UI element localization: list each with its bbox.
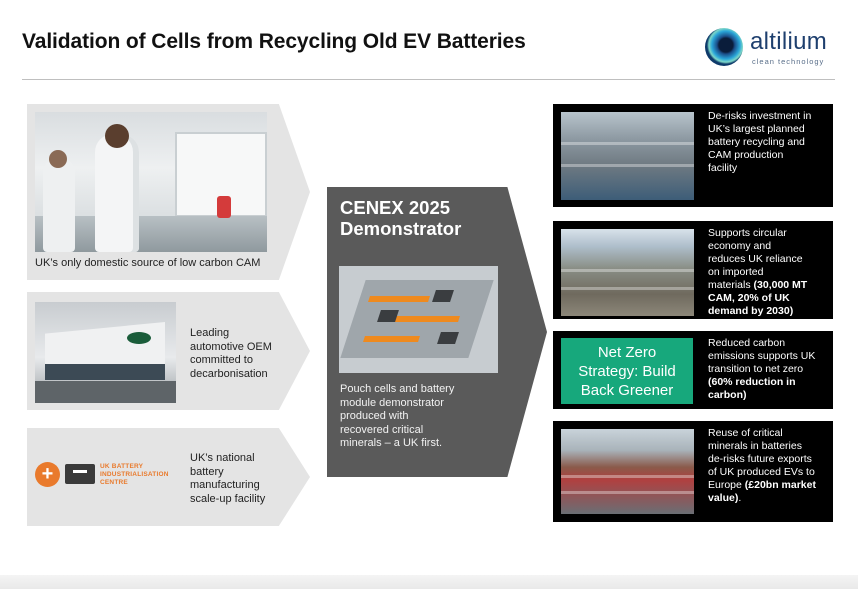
ukbic-logo-line: UK BATTERY [100,463,144,470]
car-park-photo [561,429,694,514]
cenex-body-line: produced with [340,410,409,422]
altilium-logo: altilium clean technology [705,25,840,69]
net-zero-line: Net Zero [597,344,657,361]
plus-icon: + [35,462,60,487]
benefit-line: De-risks investment in [708,110,812,122]
cenex-title-line: Demonstrator [340,218,462,239]
cenex-body-line: recovered critical [340,423,424,436]
cenex-title-line: CENEX 2025 [340,197,451,218]
cenex-title: CENEX 2025 Demonstrator [340,197,461,239]
ukbic-text-line: manufacturing [190,479,260,491]
benefit-line: materials [708,279,751,291]
ukbic-logo-text: UK BATTERY INDUSTRIALISATION CENTRE [100,463,169,487]
oem-text-line: automotive OEM [190,340,272,353]
benefit-box-exports: Reuse of critical minerals in batteries … [553,421,833,522]
benefit-box-circular: Supports circular economy and reduces UK… [553,221,833,319]
benefit-line: reduces UK reliance [708,253,803,265]
page-title: Validation of Cells from Recycling Old E… [22,30,526,53]
logo-tagline: clean technology [752,57,825,66]
net-zero-banner: Net Zero Strategy: Build Back Greener [561,338,693,404]
benefit-bold: CAM, 20% of UK [708,292,790,304]
benefit-bold: (30,000 MT [753,279,808,291]
benefit-line: Reuse of critical [708,427,783,439]
cenex-description: Pouch cells and battery module demonstra… [340,383,454,451]
cam-caption: UK’s only domestic source of low carbon … [35,257,261,269]
ukbic-logo-line: INDUSTRIALISATION [100,471,169,478]
title-divider [22,79,835,80]
page-footer-band [0,575,858,589]
benefit-box-investment: De-risks investment in UK’s largest plan… [553,104,833,207]
benefit-line: facility [708,162,738,174]
net-zero-line: Back Greener [580,382,674,399]
battery-icon [65,464,95,484]
benefit-line: economy and [708,240,772,252]
benefit-bold: demand by 2030) [708,305,794,317]
logo-wordmark: altilium [750,28,828,55]
battery-module-photo [339,266,498,373]
benefit-bold: (£20bn market [744,479,816,491]
benefit-line: UK’s largest planned [708,123,805,135]
benefit-line: de-risks future exports [708,453,812,465]
lab-photo [35,112,267,252]
benefit-line: Europe [708,479,742,491]
benefit-line: Supports circular [708,227,787,239]
benefit-line: on imported [708,266,764,278]
benefit-line: transition to net zero [708,363,804,375]
benefit-line: CAM production [708,149,784,161]
benefit-bold: (60% reduction in [708,376,796,388]
ukbic-text-line: UK’s national [190,452,255,464]
benefit-text: Supports circular economy and reduces UK… [708,227,828,318]
benefit-line: minerals in batteries [708,440,802,452]
benefit-line: Reduced carbon [708,337,786,349]
cenex-body-line: minerals – a UK first. [340,437,443,449]
cenex-body-line: Pouch cells and battery [340,383,455,395]
oem-text-line: Leading [190,327,230,339]
benefit-line: of UK produced EVs to [708,466,815,478]
port-aerial-photo [561,112,694,200]
oem-text: Leading automotive OEM committed to deca… [190,327,272,381]
mine-photo [561,229,694,316]
benefit-bold: value) [708,492,739,504]
ukbic-logo-line: CENTRE [100,479,128,486]
benefit-text: De-risks investment in UK’s largest plan… [708,110,828,175]
ukbic-text-line: battery [190,465,224,478]
benefit-bold: carbon) [708,389,747,401]
ukbic-text-line: scale-up facility [190,492,266,505]
benefit-line: emissions supports UK [708,350,816,362]
benefit-line: battery recycling and [708,136,805,148]
ukbic-text: UK’s national battery manufacturing scal… [190,452,265,506]
oem-text-line: decarbonisation [190,367,268,380]
ukbic-logo: + UK BATTERY INDUSTRIALISATION CENTRE [35,457,175,497]
net-zero-line: Strategy: Build [578,363,676,380]
benefit-tail: . [738,492,742,504]
oem-building-photo [35,302,176,403]
benefit-box-netzero: Net Zero Strategy: Build Back Greener Re… [553,331,833,409]
benefit-text: Reuse of critical minerals in batteries … [708,427,828,505]
oem-text-line: committed to [190,354,253,366]
benefit-text: Reduced carbon emissions supports UK tra… [708,337,828,402]
cenex-body-line: module demonstrator [340,396,444,409]
logo-ring-icon [705,28,743,66]
